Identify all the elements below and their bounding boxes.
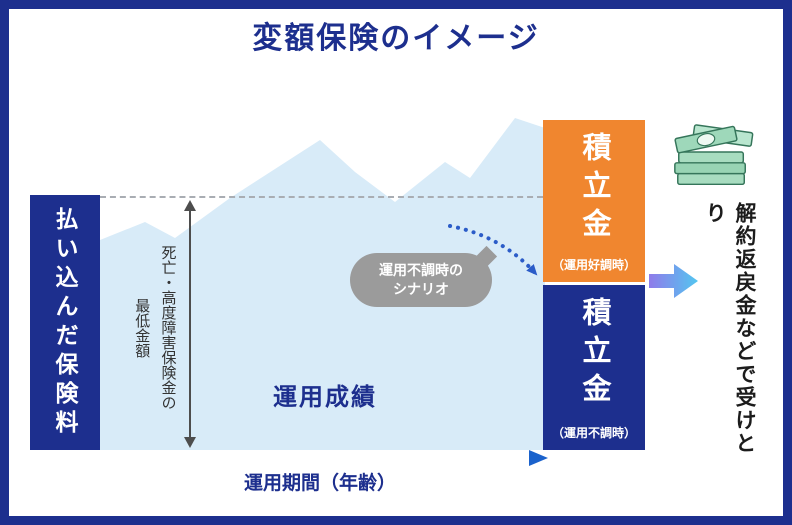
fund-box-bad: 積立金 （運用不調時） [543,285,645,450]
fund-box-good-subtitle: （運用好調時） [551,258,636,272]
min-amount-range-arrow-icon [184,200,196,448]
fund-box-bad-subtitle: （運用不調時） [551,426,636,440]
min-amount-label-line1: 死亡・高度障害保険金の [159,245,177,410]
timeline-label: 運用期間（年齢） [243,473,396,494]
paid-premium-box: 払い込んだ保険料 [30,195,100,450]
scenario-bubble: 運用不調時の シナリオ [350,253,492,307]
guarantee-dashed-line [100,196,543,198]
performance-area [100,118,545,450]
paid-premium-label: 払い込んだ保険料 [52,206,78,439]
min-amount-label-line2: 最低金額 [133,297,151,358]
surrender-value-label: 解約返戻金などで受けとり [703,202,756,455]
fund-box-bad-title: 積立金 [578,297,610,411]
fund-box-good-title: 積立金 [578,132,610,246]
scenario-bubble-line2: シナリオ [393,281,449,297]
performance-label: 運用成績 [273,384,377,411]
fund-box-good: 積立金 （運用好調時） [543,120,645,282]
scenario-dotted-arrow-icon [448,224,538,276]
money-stack-icon [674,124,754,186]
scenario-bubble-line1: 運用不調時の [379,262,463,279]
page-title: 変額保険のイメージ [252,22,540,55]
timeline-arrow-icon [101,450,548,466]
receive-arrow-icon [649,264,698,298]
min-amount-label: 死亡・高度障害保険金の 最低金額 [128,210,181,445]
